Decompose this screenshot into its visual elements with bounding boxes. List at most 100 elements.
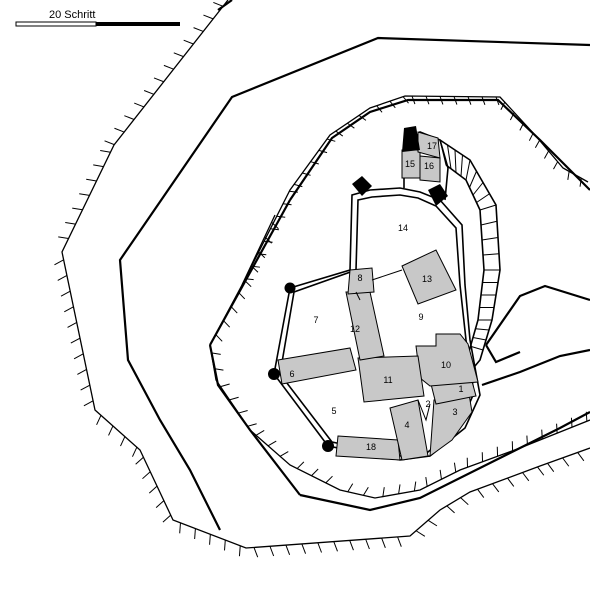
- rim-hachure-line: [241, 95, 589, 286]
- hachure-tick: [65, 221, 76, 225]
- room-label-12: 12: [350, 324, 360, 334]
- tower-north-west: [352, 176, 372, 196]
- hachure-tick: [500, 101, 506, 111]
- room-label-18: 18: [366, 442, 376, 452]
- hachure-tick: [143, 90, 155, 95]
- tower-north-east: [428, 184, 448, 206]
- hachure-tick: [467, 96, 472, 105]
- hachure-tick: [537, 466, 545, 476]
- building-18: [335, 435, 401, 461]
- hachure-tick: [220, 383, 230, 388]
- hachure-tick: [553, 161, 559, 170]
- hachure-tick: [402, 96, 409, 104]
- ditch-edge-south2: [208, 344, 301, 496]
- hachure-tick: [179, 522, 181, 534]
- bastion-step: [476, 193, 490, 203]
- hachure-tick: [534, 140, 540, 149]
- hachure-tick: [365, 539, 370, 550]
- bastion-step: [482, 253, 500, 256]
- bastion-step: [465, 159, 471, 181]
- tower-west: [268, 368, 280, 380]
- ditch-edge-west: [118, 36, 590, 531]
- hachure-tick: [293, 183, 303, 188]
- hachure-tick: [326, 138, 336, 142]
- hachure-tick: [163, 64, 174, 70]
- hachure-tick: [347, 483, 354, 493]
- hachure-tick: [389, 100, 396, 109]
- hachure-tick: [114, 127, 125, 133]
- hachure-tick: [70, 337, 81, 344]
- hachure-tick: [556, 423, 558, 434]
- hachure-tick: [93, 164, 104, 168]
- hachure-tick: [142, 471, 151, 480]
- hachure-tick: [73, 353, 84, 360]
- bastion-step: [472, 337, 487, 341]
- hachure-tick: [209, 534, 211, 545]
- hachure-tick: [173, 52, 184, 58]
- building-4: [389, 399, 429, 461]
- hachure-tick: [238, 410, 248, 414]
- hachure-tick: [528, 132, 534, 141]
- hachure-tick: [296, 461, 305, 469]
- hachure-tick: [577, 452, 585, 462]
- hachure-tick: [124, 115, 135, 120]
- hachure-tick: [318, 149, 328, 154]
- hachure-tick: [229, 396, 239, 401]
- hachure-tick: [193, 27, 204, 32]
- buildings: [277, 131, 479, 461]
- hachure-tick: [183, 39, 194, 45]
- room-label-11: 11: [383, 375, 392, 385]
- hachure-tick: [495, 96, 500, 106]
- hachure-tick: [376, 105, 383, 113]
- hachure-tick: [358, 115, 367, 121]
- hachure-tick: [439, 469, 442, 480]
- bastion-step: [472, 182, 484, 196]
- bastion-step: [480, 220, 498, 226]
- building-8: [347, 267, 375, 295]
- hachure-tick: [251, 265, 261, 268]
- hachure-tick: [446, 505, 455, 514]
- hachure-tick: [270, 228, 279, 231]
- hachure-tick: [269, 546, 275, 557]
- hachure-tick: [570, 417, 573, 428]
- building-6: [277, 347, 357, 385]
- hachure-tick: [155, 500, 165, 509]
- hachure-tick: [411, 95, 416, 105]
- hachure-ticks: [54, 2, 588, 558]
- hachure-tick: [282, 203, 292, 206]
- hachure-tick: [120, 436, 126, 447]
- scale-bar: 20 Schritt: [15, 9, 180, 27]
- hachure-tick: [132, 446, 138, 457]
- hachure-tick: [347, 122, 355, 129]
- hachure-tick: [72, 207, 83, 211]
- hachure-tick: [79, 193, 90, 196]
- hachure-tick: [86, 178, 97, 182]
- hachure-tick: [194, 528, 196, 540]
- hachure-tick: [526, 435, 528, 446]
- room-label-6: 6: [289, 369, 294, 379]
- hachure-tick: [255, 430, 265, 436]
- courtyard-walls: [355, 269, 431, 422]
- bastion-step: [447, 144, 452, 169]
- hachure-tick: [80, 384, 91, 391]
- room-label-14: 14: [398, 223, 408, 233]
- hachure-tick: [585, 411, 588, 422]
- wall-2: [417, 399, 431, 422]
- hachure-tick: [453, 96, 458, 105]
- room-label-9: 9: [418, 312, 423, 322]
- hachure-tick: [215, 334, 223, 342]
- wall-9-gate: [371, 269, 403, 281]
- hachure-tick: [230, 305, 238, 314]
- tower-north: [402, 126, 420, 152]
- room-label-16: 16: [424, 161, 434, 171]
- hachure-tick: [302, 172, 311, 176]
- ditch-edge-inner: [209, 199, 291, 346]
- hachure-tick: [96, 415, 102, 425]
- building-11: [357, 355, 425, 403]
- towers: [268, 126, 448, 452]
- room-label-15: 15: [405, 159, 415, 169]
- bastion-step: [475, 328, 490, 331]
- hachure-tick: [213, 2, 224, 7]
- hachure-tick: [301, 543, 307, 554]
- bastion-steps: [439, 139, 500, 351]
